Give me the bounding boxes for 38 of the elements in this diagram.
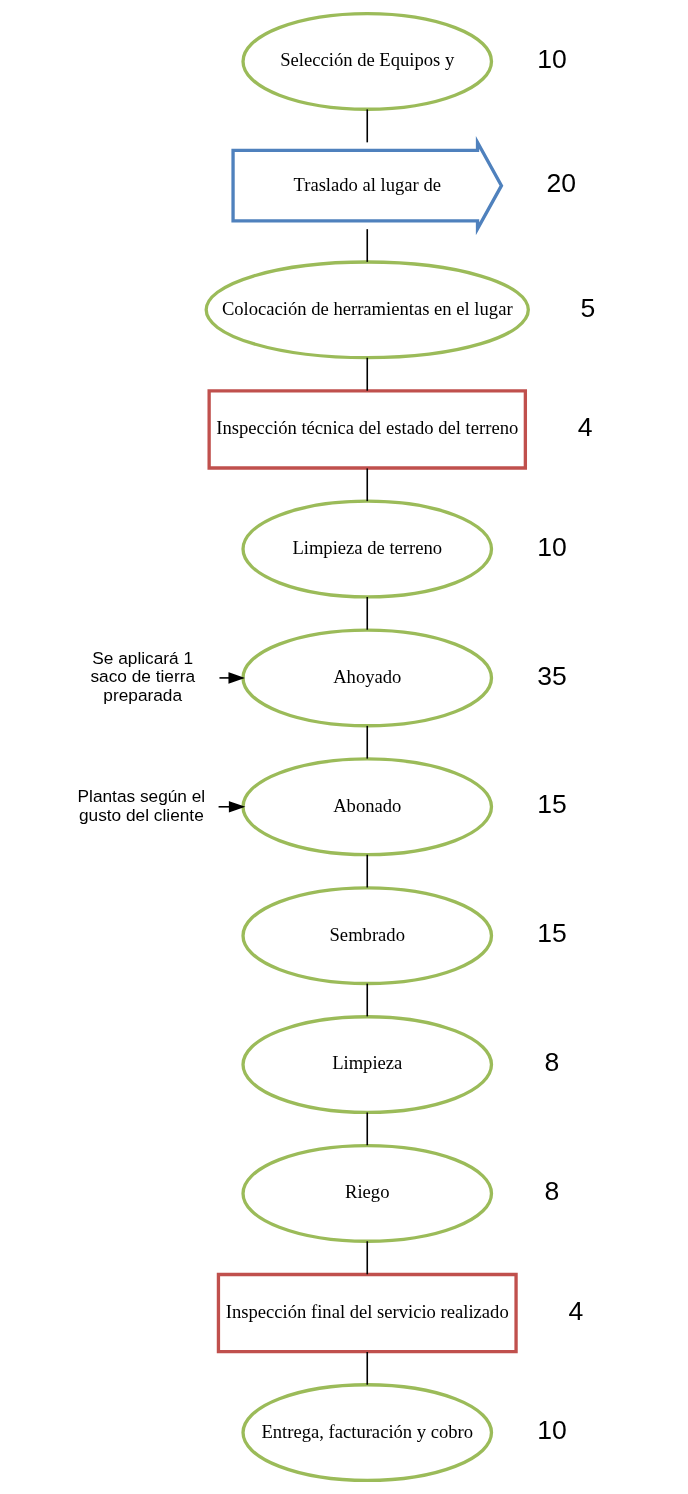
connector — [366, 1240, 369, 1276]
arrow — [217, 801, 246, 813]
node-label: 10 — [537, 1415, 567, 1446]
node-label: 35 — [537, 660, 567, 691]
node-label: 8 — [544, 1176, 560, 1207]
node-ellipse: Limpieza — [241, 1015, 494, 1115]
node-ellipse: Riego — [241, 1143, 494, 1243]
connector — [366, 853, 369, 889]
node-label: 4 — [568, 1295, 584, 1326]
node-label: 8 — [544, 1047, 560, 1078]
node-label: 5 — [580, 292, 596, 323]
connector — [366, 108, 369, 144]
connector — [366, 228, 369, 263]
connector — [366, 467, 369, 502]
node-label: 15 — [537, 918, 567, 949]
node-ellipse: Entrega, facturación y cobro — [241, 1383, 494, 1483]
connector — [366, 356, 369, 392]
connector — [366, 725, 369, 760]
connector — [366, 982, 369, 1018]
node-label: 10 — [537, 44, 567, 75]
node-label: 4 — [577, 412, 593, 443]
node-ellipse: Selección de Equipos y — [241, 11, 494, 111]
node-ellipse: Abonado — [241, 757, 494, 857]
node-ellipse: Sembrado — [241, 886, 494, 986]
node-ellipse: Limpieza de terreno — [241, 499, 494, 599]
node-ellipse: Colocación de herramientas en el lugar — [204, 260, 530, 360]
node-ellipse: Ahoyado — [241, 628, 494, 728]
connector — [366, 596, 369, 631]
arrow — [218, 672, 245, 684]
node-label: 10 — [537, 531, 567, 562]
connector — [366, 1111, 369, 1147]
node-text: Se aplicará 1 saco de tierra preparada — [90, 647, 196, 706]
connector — [366, 1351, 369, 1386]
node-text: Plantas según el gusto del cliente — [77, 786, 206, 825]
node-label: 20 — [546, 168, 577, 199]
node-box: Inspección técnica del estado del terreno — [207, 389, 527, 470]
node-box: Inspección final del servicio realizado — [216, 1272, 518, 1354]
node-label: 15 — [537, 789, 567, 820]
